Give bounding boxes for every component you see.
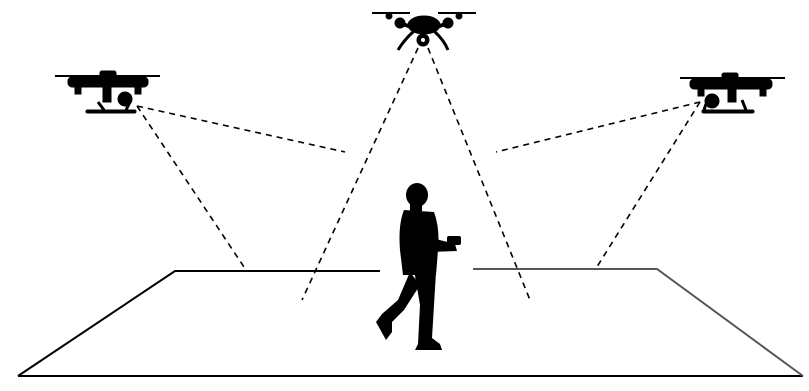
drone-left-icon xyxy=(55,71,160,113)
sight-line-right-outer xyxy=(595,102,700,270)
sight-line-right-inner xyxy=(496,102,700,152)
ground-edge-right xyxy=(473,269,803,376)
sight-line-left-inner xyxy=(137,106,345,152)
sight-line-center-right xyxy=(428,48,530,300)
sight-line-left-outer xyxy=(137,106,246,270)
drone-right-icon xyxy=(680,73,785,113)
ground-edge-left xyxy=(18,271,380,376)
walking-person-icon xyxy=(376,183,461,350)
drone-center-icon xyxy=(372,13,476,50)
sight-line-center-left xyxy=(302,48,418,300)
